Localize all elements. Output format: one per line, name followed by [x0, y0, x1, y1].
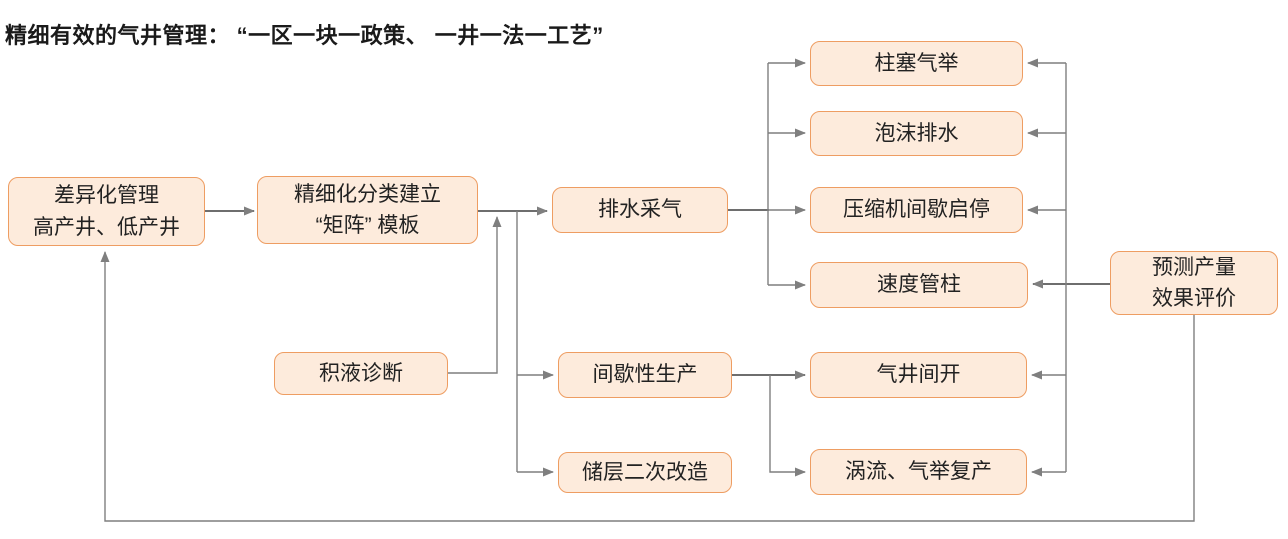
node-compressor-intermittent: 压缩机间歇启停: [810, 187, 1023, 233]
node-matrix-template: 精细化分类建立 “矩阵” 模板: [257, 176, 478, 244]
node-foam-drainage: 泡沫排水: [810, 111, 1023, 156]
node-predict-evaluate: 预测产量 效果评价: [1110, 251, 1278, 315]
edge-feedback-loop: [100, 251, 1195, 522]
node-liquid-diagnosis: 积液诊断: [274, 352, 448, 395]
node-reservoir-restimulation: 储层二次改造: [558, 452, 732, 493]
node-vortex-gaslift-restore: 涡流、气举复产: [810, 449, 1027, 495]
node-differentiated-management: 差异化管理 高产井、低产井: [8, 177, 205, 246]
node-velocity-string: 速度管柱: [810, 262, 1028, 308]
diagram-title: 精细有效的气井管理： “一区一块一政策、 一井一法一工艺”: [5, 23, 604, 48]
edge-liquid-to-junction: [448, 216, 502, 374]
node-plunger-gas-lift: 柱塞气举: [810, 41, 1023, 86]
node-well-intermittent-open: 气井间开: [810, 352, 1027, 398]
edge-branch-to-vortex: [769, 375, 806, 477]
node-drainage-gas-recovery: 排水采气: [552, 187, 728, 233]
node-intermittent-production: 间歇性生产: [558, 352, 732, 398]
